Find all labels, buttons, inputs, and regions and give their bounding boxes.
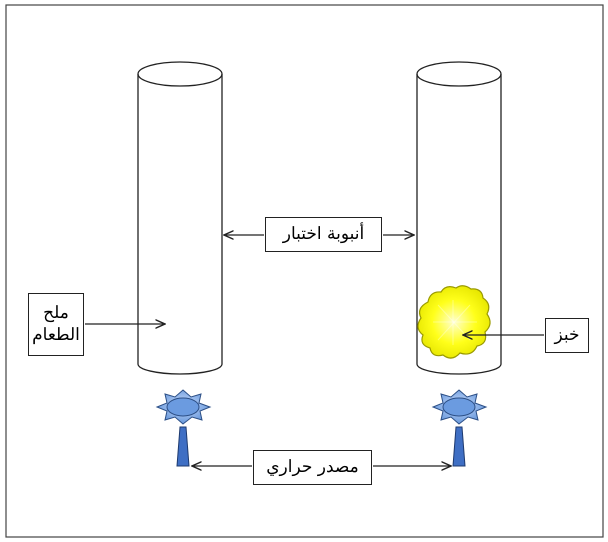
table-salt-label: ملح الطعام [28,293,84,356]
flame-icon [155,389,212,425]
burner-stand [452,426,466,467]
test-tube-label: أنبوبة اختبار [265,217,382,252]
right-burner [431,389,488,467]
flame-icon [431,389,488,425]
left-test-tube [137,61,223,375]
bread-icon [417,285,491,359]
right-test-tube [416,61,502,375]
burner-stand [176,426,190,467]
heat-source-label: مصدر حراري [253,450,372,485]
diagram-frame [5,4,604,538]
bread-label: خبز [545,318,589,353]
left-burner [155,389,212,467]
